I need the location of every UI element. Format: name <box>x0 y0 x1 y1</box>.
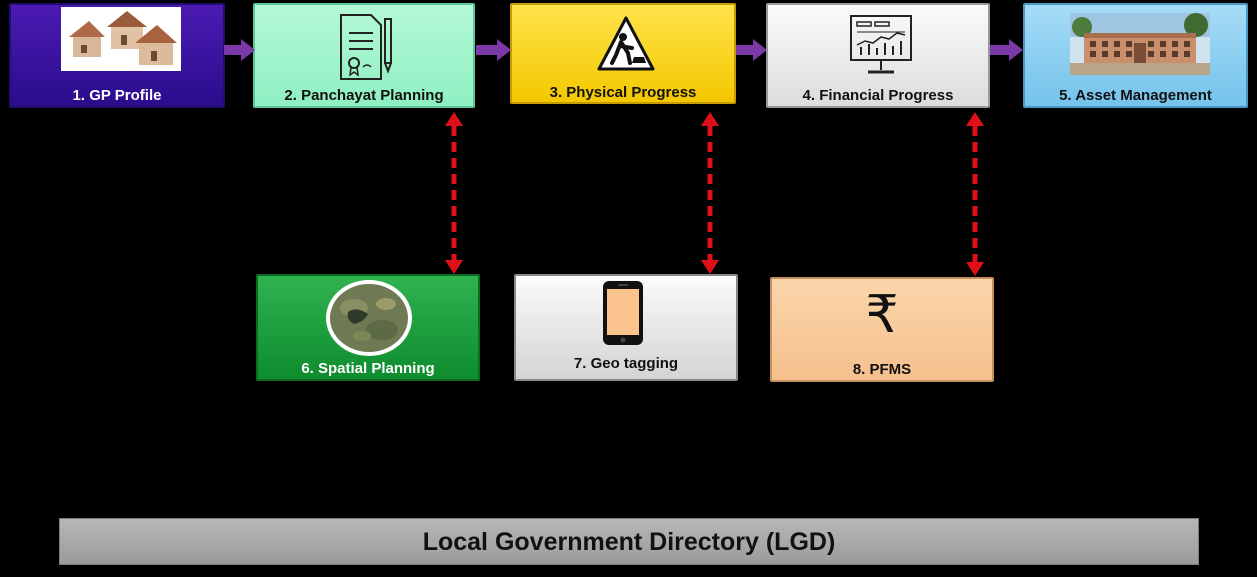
physical-progress-box[interactable]: 3. Physical Progress <box>510 3 736 104</box>
link-arrow-4-8 <box>966 112 984 276</box>
geo-tagging-label: 7. Geo tagging <box>573 355 679 372</box>
flow-arrow-4-5 <box>990 39 1023 61</box>
spatial-planning-box[interactable]: 6. Spatial Planning <box>256 274 480 381</box>
physical-progress-label: 3. Physical Progress <box>549 84 697 101</box>
document-pen-icon <box>340 14 392 80</box>
flow-arrow-3-4 <box>736 39 767 61</box>
link-arrow-3-7 <box>701 112 719 274</box>
gp-profile-box[interactable]: 1. GP Profile <box>9 3 225 108</box>
spatial-planning-label: 6. Spatial Planning <box>301 360 435 377</box>
lgd-label: Local Government Directory (LGD) <box>422 528 836 556</box>
rupee-icon: ₹ <box>865 286 899 344</box>
pfms-box[interactable]: ₹ 8. PFMS <box>770 277 994 382</box>
panchayat-planning-label: 2. Panchayat Planning <box>284 87 444 104</box>
building-photo-icon <box>1070 13 1210 75</box>
asset-management-label: 5. Asset Management <box>1059 87 1212 104</box>
link-arrow-2-6 <box>445 112 463 274</box>
financial-progress-box[interactable]: 4. Financial Progress <box>766 3 990 108</box>
financial-progress-label: 4. Financial Progress <box>802 87 954 104</box>
smartphone-icon <box>603 281 643 345</box>
panchayat-planning-box[interactable]: 2. Panchayat Planning <box>253 3 475 108</box>
gp-profile-label: 1. GP Profile <box>72 87 162 104</box>
flow-arrow-2-3 <box>476 39 511 61</box>
satellite-map-icon <box>326 280 412 356</box>
road-work-icon <box>597 16 655 71</box>
houses-icon <box>61 7 181 71</box>
pfms-label: 8. PFMS <box>852 361 912 378</box>
flow-arrow-1-2 <box>224 39 255 61</box>
monitor-chart-icon <box>850 15 912 74</box>
asset-management-box[interactable]: 5. Asset Management <box>1023 3 1248 108</box>
lgd-bar[interactable]: Local Government Directory (LGD) <box>59 518 1199 565</box>
geo-tagging-box[interactable]: 7. Geo tagging <box>514 274 738 381</box>
